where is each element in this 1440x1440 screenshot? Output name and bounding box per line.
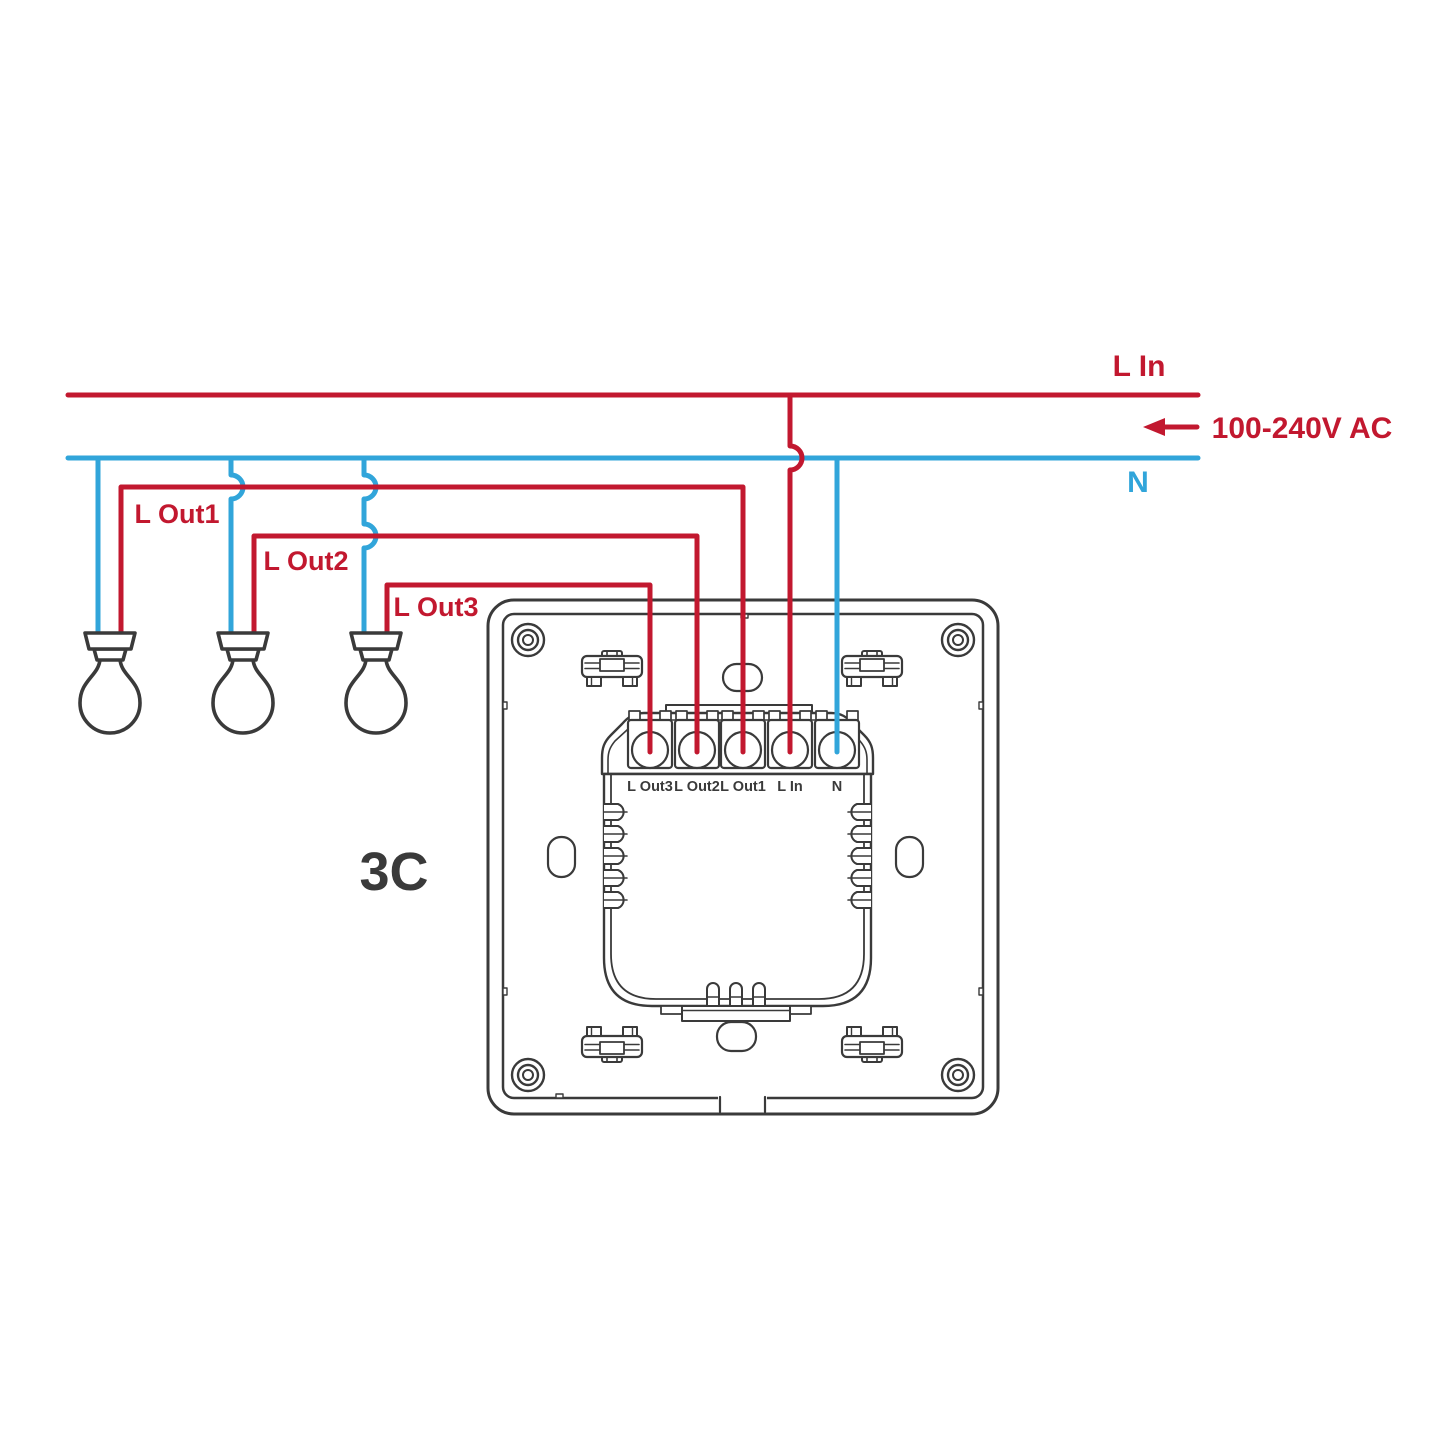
bottom-bar-tab-right <box>789 1005 812 1015</box>
neutral-wiring <box>65 455 1201 755</box>
frame-nub-bottom <box>555 1093 564 1099</box>
frame-bottom-notch <box>718 1094 767 1114</box>
oval-slot-right <box>894 835 925 879</box>
module-bottom-pins <box>706 982 766 1008</box>
l-out3-label: L Out3 <box>393 592 478 622</box>
live-in-label: L In <box>1113 350 1166 383</box>
l-out1-wire <box>118 484 746 755</box>
terminal-label-l-out2: L Out2 <box>674 779 720 795</box>
terminal-label-l-in: L In <box>777 779 803 795</box>
screw-bottom-right <box>940 1057 976 1093</box>
oval-slot-left <box>546 835 577 879</box>
l-out3-wire <box>384 582 653 755</box>
live-wiring <box>65 392 1201 755</box>
lamp2-socket-cap <box>216 631 270 651</box>
terminal-label-l-out3: L Out3 <box>627 779 673 795</box>
neutral-drop-lamp3 <box>361 455 379 639</box>
lamp-1 <box>78 631 142 735</box>
live-in-drop-terminal <box>787 392 805 755</box>
l-out2-wire <box>251 533 700 755</box>
lamp3-socket-cap <box>349 631 403 651</box>
terminal-labels: L Out3 L Out2 L Out1 L In N <box>627 779 842 795</box>
bottom-bar <box>681 1005 791 1022</box>
frame-nub-right-upper <box>978 701 984 710</box>
terminal-label-l-out1: L Out1 <box>720 779 766 795</box>
lamp-3 <box>344 631 408 735</box>
module-side-contacts <box>603 803 872 909</box>
lamp3-bulb-glass <box>344 657 408 735</box>
bottom-bar-tab-left <box>660 1005 683 1015</box>
screw-top-left <box>510 622 546 658</box>
lamp-2 <box>211 631 275 735</box>
module-body <box>602 772 873 1008</box>
screw-top-right <box>940 622 976 658</box>
supply-arrow-head <box>1143 418 1165 436</box>
lamp1-bulb-glass <box>78 657 142 735</box>
voltage-label: 100-240V AC <box>1212 412 1393 445</box>
l-out2-label: L Out2 <box>263 546 348 576</box>
l-out1-label: L Out1 <box>134 499 219 529</box>
model-label: 3C <box>359 842 428 902</box>
wall-plate: L Out3 L Out2 L Out1 L In N <box>486 598 1000 1116</box>
neutral-label: N <box>1127 466 1149 499</box>
oval-slot-bottom <box>715 1020 758 1053</box>
terminal-block: L Out3 L Out2 L Out1 L In N <box>600 704 875 1022</box>
lamp1-socket-cap <box>83 631 137 651</box>
supply-arrow <box>1143 418 1200 436</box>
lamp2-bulb-glass <box>211 657 275 735</box>
frame-nub-right-lower <box>978 987 984 996</box>
terminal-label-n: N <box>832 779 842 795</box>
frame-nub-left-lower <box>502 987 508 996</box>
frame-nub-left-upper <box>502 701 508 710</box>
screw-bottom-left <box>510 1057 546 1093</box>
